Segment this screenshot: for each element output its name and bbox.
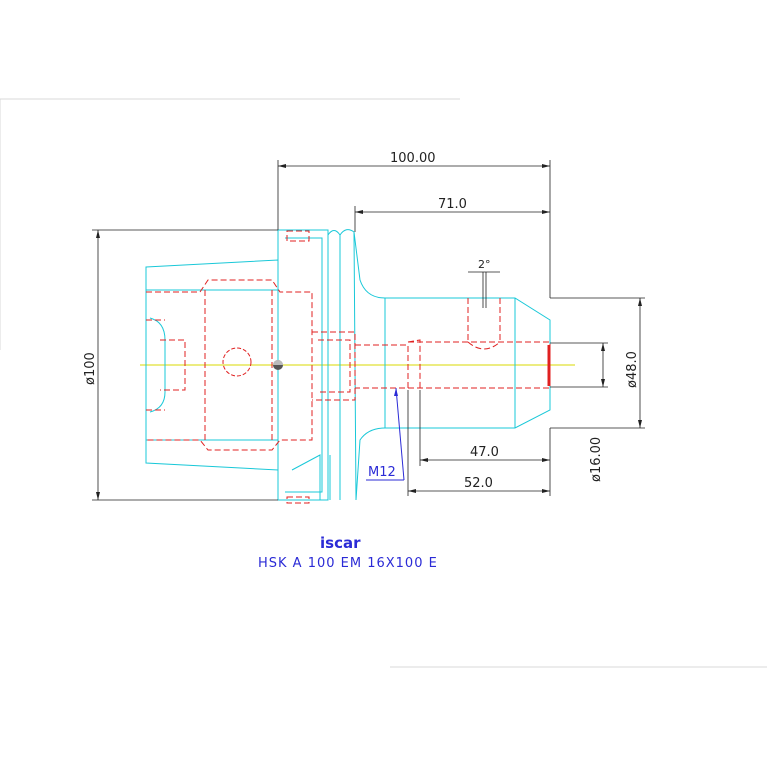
sheet-border [0,98,767,668]
flange [277,229,357,501]
dimension-52: 52.0 [407,390,550,496]
iscar-logo: iscar [320,534,361,552]
dimension-diameter-16-label: ø16.00 [589,437,604,482]
dimension-71-label: 71.0 [438,197,467,212]
thread-callout-label: M12 [368,465,396,480]
dimension-52-label: 52.0 [464,476,493,491]
dimension-diameter-48-label: ø48.0 [625,351,640,388]
dimension-47-label: 47.0 [470,445,499,460]
dimension-total-length: 100.00 [277,151,551,298]
origin-point-icon [273,360,283,370]
dimension-diameter-100-label: ø100 [83,352,98,385]
thread-callout: M12 [366,387,405,481]
drawing-title: HSK A 100 EM 16X100 E [258,556,438,571]
hidden-features [146,230,551,504]
dimension-diameter-16: ø16.00 [550,342,608,482]
dimension-angle-label: 2° [478,258,491,271]
dimension-angle: 2° [468,258,500,308]
dimension-diameter-100: ø100 [83,229,278,501]
dimension-47: 47.0 [419,390,551,496]
dimension-total-length-label: 100.00 [390,151,436,166]
dimension-diameter-48: ø48.0 [550,297,645,429]
dimension-71: 71.0 [354,197,550,232]
